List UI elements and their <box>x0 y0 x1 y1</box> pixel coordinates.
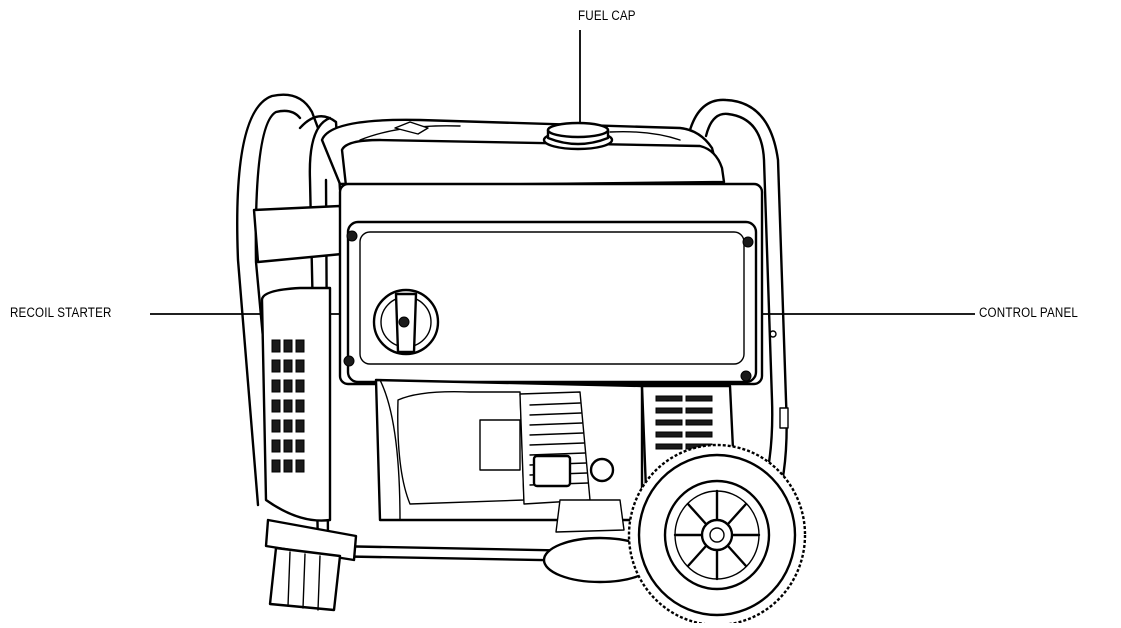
engine-vents <box>271 339 305 473</box>
wheel-spokes <box>673 489 761 581</box>
support-leg <box>264 518 358 612</box>
recoil-starter-handle <box>372 288 440 356</box>
recoil-starter-label: RECOIL STARTER <box>10 305 112 320</box>
wheel <box>627 443 807 627</box>
engine-side <box>252 204 344 522</box>
control-panel-label: CONTROL PANEL <box>979 305 1079 320</box>
fuel-cap-label: FUEL CAP <box>578 8 636 23</box>
front-housing <box>338 182 777 386</box>
fuel-cap <box>542 121 614 151</box>
engine-block <box>374 378 644 533</box>
fuel-tank <box>320 118 726 188</box>
